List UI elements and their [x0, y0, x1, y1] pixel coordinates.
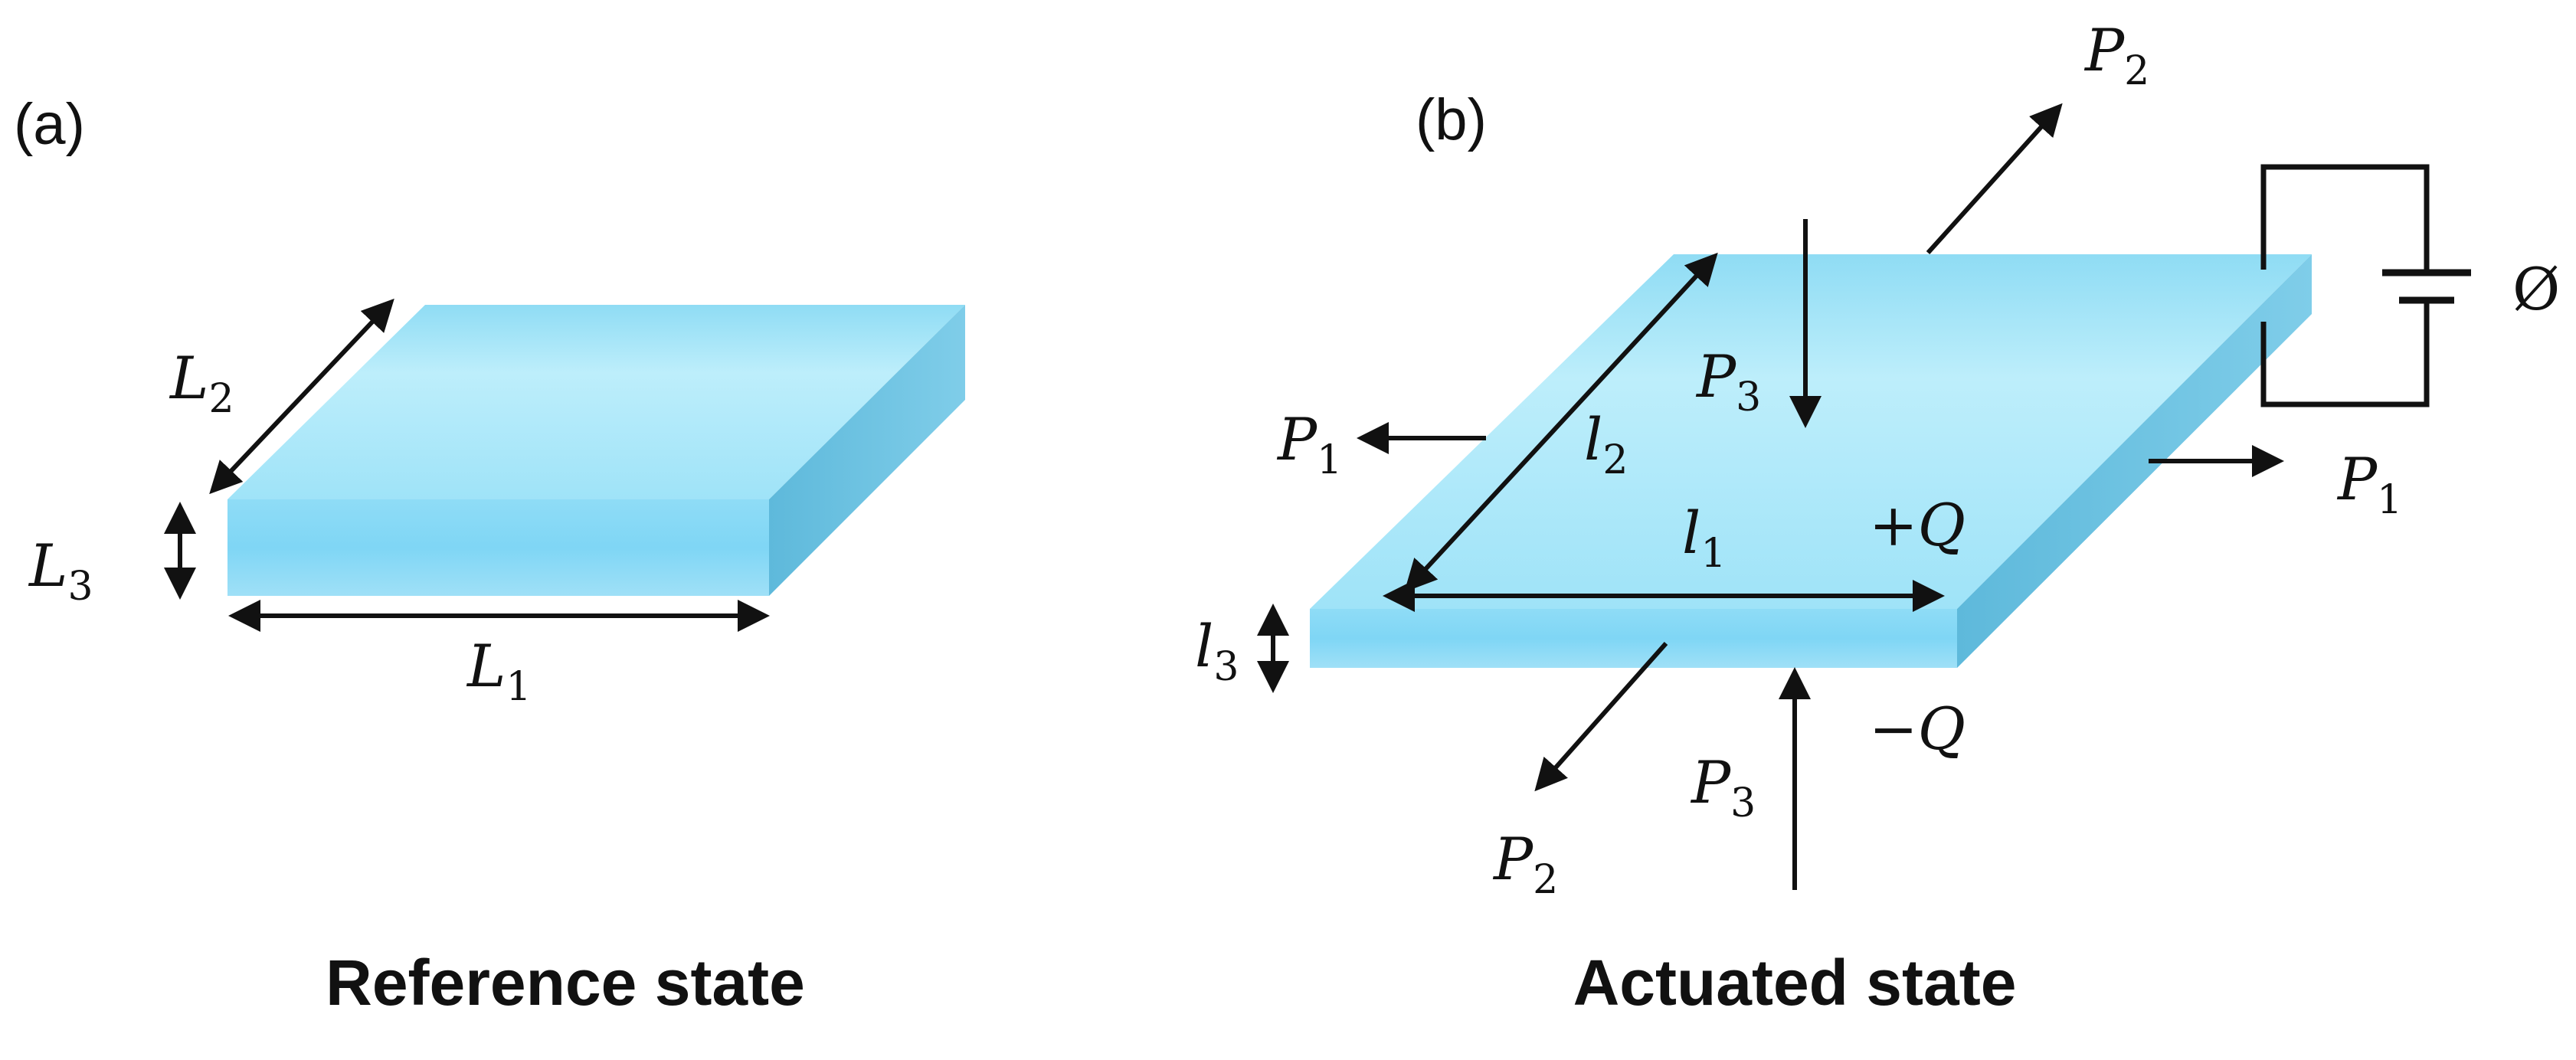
slab-b-front-face: [1310, 609, 1957, 668]
P2-bottom-arrow: [1534, 642, 1668, 792]
panel-b: (b) l2 l1 l3 +Q −Q P1 P1 P2 P2 P3: [1195, 16, 2560, 1019]
panel-a-label: (a): [14, 92, 85, 157]
charge-top-label: +Q: [1869, 491, 1966, 559]
charge-bottom-label: −Q: [1869, 695, 1966, 763]
slab-b-side-face: [1957, 254, 2312, 668]
P2-bottom-label: P2: [1492, 825, 1558, 903]
panel-b-caption: Actuated state: [1573, 947, 2017, 1019]
P2-top-arrow: [1926, 103, 2063, 255]
circuit-top-wire: [2260, 164, 2430, 272]
slab-a-front-face: [227, 499, 769, 596]
P3-top-label: P3: [1695, 342, 1761, 420]
slab-a-top-face: [227, 305, 965, 499]
l1-label: l1: [1682, 499, 1726, 577]
P1-right-label: P1: [2336, 445, 2402, 523]
panel-a-caption: Reference state: [326, 947, 805, 1019]
potential-label: Ø: [2512, 255, 2560, 323]
panel-b-label: (b): [1416, 87, 1487, 152]
L2-label: L2: [169, 344, 234, 422]
reference-slab: [227, 305, 965, 596]
l2-label: l2: [1584, 405, 1628, 483]
P2-top-label: P2: [2083, 16, 2149, 94]
P3-bottom-label: P3: [1690, 748, 1756, 826]
l3-label: l3: [1195, 612, 1239, 690]
slab-a-side-face: [769, 305, 965, 596]
L2-arrow: [209, 298, 394, 495]
panel-a: (a) L2 L3 L1 Reference state: [14, 92, 965, 1019]
l2-arrow: [1404, 252, 1718, 593]
voltage-source-circuit: Ø: [2260, 164, 2560, 407]
L1-label: L1: [466, 632, 532, 710]
P1-left-label: P1: [1276, 405, 1342, 483]
L3-label: L3: [28, 532, 93, 610]
circuit-bottom-wire: [2260, 300, 2430, 407]
